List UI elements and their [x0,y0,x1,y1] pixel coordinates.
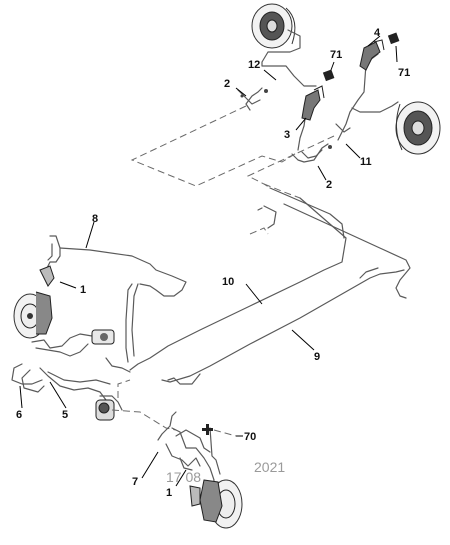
black-square-icon [387,32,400,45]
callout-71-left: 71 [330,49,342,61]
callout-1-front-left: 1 [80,284,86,296]
stamp-code: 17 08 [166,469,201,485]
callout-9: 9 [314,351,320,363]
plus-cross-icon [202,424,213,435]
stamp-year: 2021 [254,459,285,475]
callout-2-rear-right: 2 [326,179,332,191]
callout-1-front-right: 1 [166,487,172,499]
callout-5: 5 [62,409,68,421]
callout-70: 70 [244,431,256,443]
rear-bracket-3 [301,85,325,121]
rear-bracket-4 [359,39,385,71]
callout-7: 7 [132,476,138,488]
callout-10: 10 [222,276,234,288]
rear-left-drum [251,3,296,49]
callout-6: 6 [16,409,22,421]
front-right-disc [189,479,243,529]
front-left-disc [13,265,55,339]
black-square-icon [322,69,335,82]
rear-right-drum [395,101,441,155]
callout-4: 4 [374,27,381,39]
callout-71-right: 71 [398,67,410,79]
callout-11: 11 [360,156,372,168]
abs-unit [91,329,115,421]
callout-3: 3 [284,129,290,141]
callout-8: 8 [92,213,98,225]
callout-12: 12 [248,59,260,71]
callout-2-rear-left: 2 [224,78,230,90]
